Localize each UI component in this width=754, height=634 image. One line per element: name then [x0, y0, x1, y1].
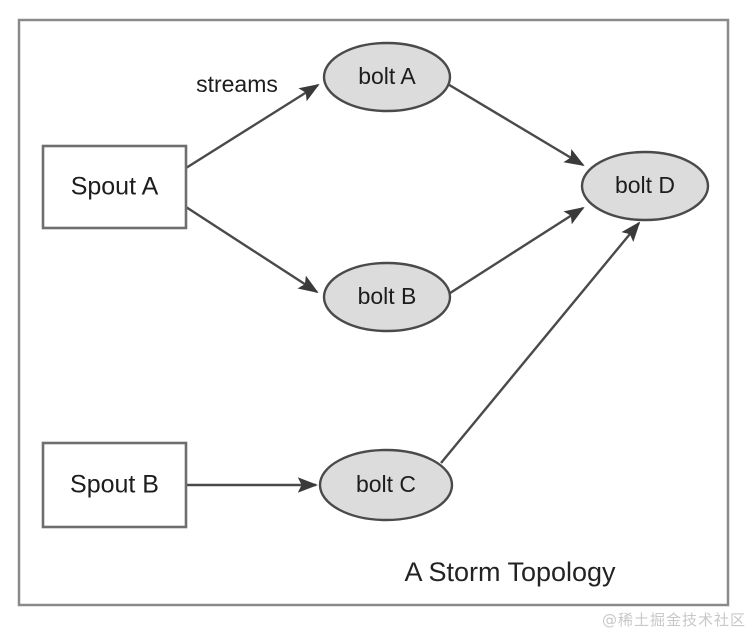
spout-a-shape: [41, 144, 188, 230]
bolt-b-label: bolt B: [358, 283, 417, 309]
spout-b-shape: [41, 441, 188, 529]
edge-bolt-a-bolt-d: [445, 81, 585, 167]
spout-b-label: Spout B: [70, 471, 159, 499]
edge-spout-a-bolt-b: [185, 205, 319, 294]
node-bolt-c[interactable]: bolt C: [318, 448, 454, 522]
edge-spout-a-bolt-a: [185, 83, 320, 170]
diagram-caption: A Storm Topology: [404, 557, 616, 587]
watermark: @稀土掘金技术社区: [601, 611, 746, 629]
bolt-a-shape: [322, 41, 452, 113]
node-bolt-b[interactable]: bolt B: [322, 261, 452, 333]
node-bolt-a[interactable]: bolt A: [322, 41, 452, 113]
spout-a-label: Spout A: [71, 173, 159, 201]
bolt-b-shape: [322, 261, 452, 333]
node-bolt-d[interactable]: bolt D: [580, 150, 710, 222]
edge-bolt-c-bolt-d: [440, 221, 641, 464]
edge-label-streams: streams: [196, 71, 278, 97]
edge-group: [185, 81, 641, 493]
edge-bolt-b-bolt-d: [446, 206, 585, 297]
node-spout-b[interactable]: Spout B: [41, 441, 188, 529]
bolt-c-label: bolt C: [356, 471, 416, 497]
bolt-d-label: bolt D: [615, 172, 675, 198]
node-spout-a[interactable]: Spout A: [41, 144, 188, 230]
bolt-a-label: bolt A: [358, 63, 416, 89]
bolt-d-shape: [580, 150, 710, 222]
bolt-c-shape: [318, 448, 454, 522]
